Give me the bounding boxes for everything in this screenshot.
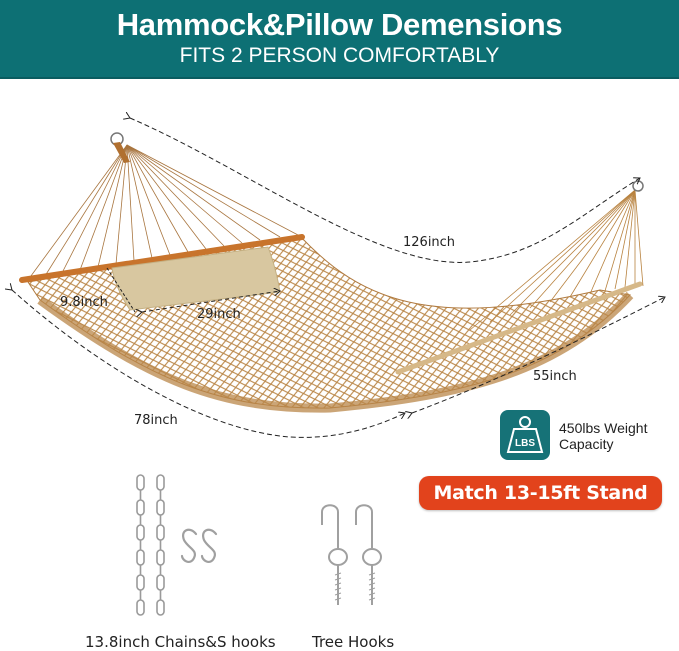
tree-hook-icon: [321, 504, 382, 605]
tree-hooks-label: Tree Hooks: [312, 633, 395, 651]
page-subtitle: FITS 2 PERSON COMFORTABLY: [179, 44, 500, 67]
left-spreader-bar: [19, 234, 305, 283]
weight-capacity-line2: Capacity: [559, 436, 614, 452]
dim-bed-length: 78inch: [134, 413, 178, 428]
dim-pillow-height: 9.8inch: [60, 295, 108, 310]
chain-icon: [136, 474, 165, 616]
weight-capacity: 450lbs Weight Capacity: [559, 420, 647, 452]
chains-label: 13.8inch Chains&S hooks: [85, 633, 276, 651]
s-hook-icon: [180, 528, 218, 564]
weight-capacity-line1: 450lbs Weight: [559, 420, 648, 436]
header-banner: Hammock&Pillow Demensions FITS 2 PERSON …: [0, 0, 679, 79]
right-ring-icon: [632, 180, 644, 192]
right-strings: [469, 189, 644, 331]
weight-icon-label: LBS: [515, 438, 535, 449]
dim-bed-width: 55inch: [533, 369, 577, 384]
weight-lbs-icon: LBS: [500, 410, 550, 460]
dim-pillow-width: 29inch: [197, 307, 241, 322]
page-title: Hammock&Pillow Demensions: [116, 7, 563, 42]
match-stand-badge: Match 13-15ft Stand: [419, 476, 662, 510]
dim-total-length: 126inch: [403, 235, 456, 250]
